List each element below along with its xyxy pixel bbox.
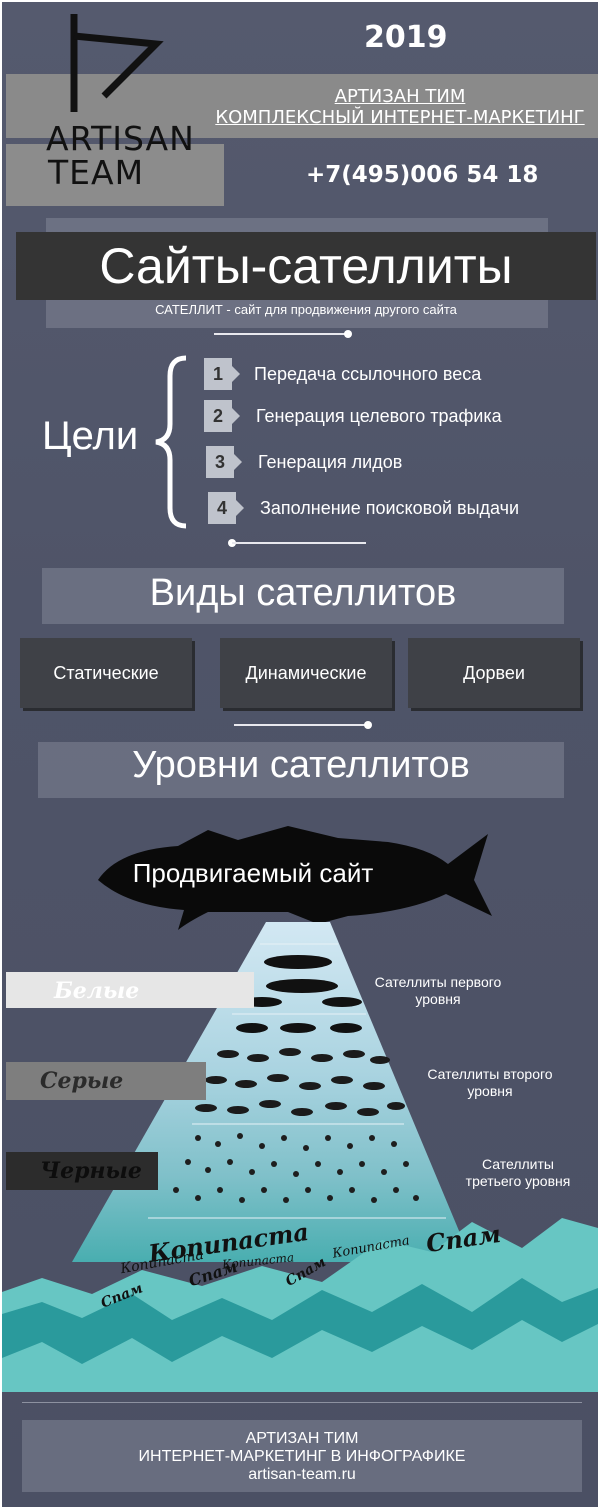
tier-grey-desc: Сателлиты второго уровня (410, 1066, 570, 1100)
tier-desc-line: уровня (415, 991, 461, 1007)
logo-box (6, 144, 224, 206)
goal-number: 2 (204, 400, 232, 432)
arrow-right-icon (232, 366, 240, 382)
tier-grey-label: Серые (40, 1068, 124, 1094)
big-fish-icon (98, 826, 492, 930)
page-title: Сайты-сателлиты (99, 238, 513, 294)
arrow-right-icon (232, 408, 240, 424)
goal-text: Генерация лидов (258, 452, 403, 472)
logo-text: ARTISAN TEAM (46, 122, 195, 190)
divider-dot (344, 330, 352, 338)
divider-line (232, 542, 366, 544)
tier-white-desc: Сателлиты первого уровня (358, 974, 518, 1008)
footer-company: АРТИЗАН ТИМ (245, 1430, 359, 1447)
year: 2019 (364, 20, 448, 55)
promoted-site-label: Продвигаемый сайт (132, 858, 374, 888)
tier-band-grey (6, 1062, 206, 1100)
fish-school-tier2 (195, 1048, 405, 1116)
logo-mark-icon (70, 14, 164, 112)
tier-desc-line: уровня (467, 1083, 513, 1099)
footer: АРТИЗАН ТИМ ИНТЕРНЕТ-МАРКЕТИНГ В ИНФОГРА… (22, 1430, 582, 1484)
kind-dynamic: Динамические (220, 638, 392, 708)
tier-desc-line: третьего уровня (465, 1173, 571, 1189)
tier-white-label: Белые (54, 978, 140, 1004)
divider-dot (364, 721, 372, 729)
pyramid-graphic (2, 922, 598, 1392)
goal-number: 4 (208, 492, 236, 524)
kinds-title-backdrop (42, 568, 564, 624)
fish-school-tier3 (173, 1133, 419, 1203)
footer-tagline: ИНТЕРНЕТ-МАРКЕТИНГ В ИНФОГРАФИКЕ (138, 1448, 466, 1465)
page-subtitle: САТЕЛЛИТ - сайт для продвижения другого … (155, 302, 457, 317)
company-name[interactable]: АРТИЗАН ТИМ (334, 86, 466, 107)
tier-black-label: Черные (40, 1158, 142, 1184)
tier-band-black (6, 1152, 158, 1190)
kind-doorway: Дорвеи (408, 638, 580, 708)
levels-title: Уровни сателлитов (132, 744, 470, 786)
levels-title-backdrop (38, 742, 564, 798)
goal-text: Заполнение поисковой выдачи (260, 498, 520, 518)
kind-static: Статические (20, 638, 192, 708)
logo-line2: TEAM (48, 153, 145, 192)
tier-desc-line: Сателлиты (482, 1156, 554, 1172)
footer-panel (22, 1420, 582, 1492)
goals-label: Цели (42, 414, 139, 458)
divider-line (214, 333, 348, 335)
goal-text: Передача ссылочного веса (254, 364, 482, 384)
tier-black-desc: Сателлиты третьего уровня (448, 1156, 588, 1190)
company-heading[interactable]: АРТИЗАН ТИМ КОМПЛЕКСНЫЙ ИНТЕРНЕТ-МАРКЕТИ… (202, 86, 598, 128)
footer-url[interactable]: artisan-team.ru (248, 1466, 356, 1483)
goal-text: Генерация целевого трафика (256, 406, 502, 426)
arrow-right-icon (236, 500, 244, 516)
tier-desc-line: Сателлиты первого (374, 974, 502, 990)
divider-line (234, 724, 368, 726)
title-panel (16, 232, 596, 300)
kinds-title: Виды сателлитов (149, 572, 457, 614)
brace-icon (155, 355, 187, 529)
company-tagline[interactable]: КОМПЛЕКСНЫЙ ИНТЕРНЕТ-МАРКЕТИНГ (215, 107, 585, 128)
footer-divider (22, 1402, 582, 1403)
goal-number: 1 (204, 358, 232, 390)
logo-line1: ARTISAN (46, 119, 195, 158)
goal-number: 3 (206, 446, 234, 478)
fish-school-tier1 (236, 955, 362, 1033)
phone-number[interactable]: +7(495)006 54 18 (306, 162, 539, 188)
arrow-right-icon (234, 454, 242, 470)
header-band (6, 74, 598, 138)
tier-desc-line: Сателлиты второго (427, 1066, 553, 1082)
tier-band-white (6, 972, 254, 1008)
